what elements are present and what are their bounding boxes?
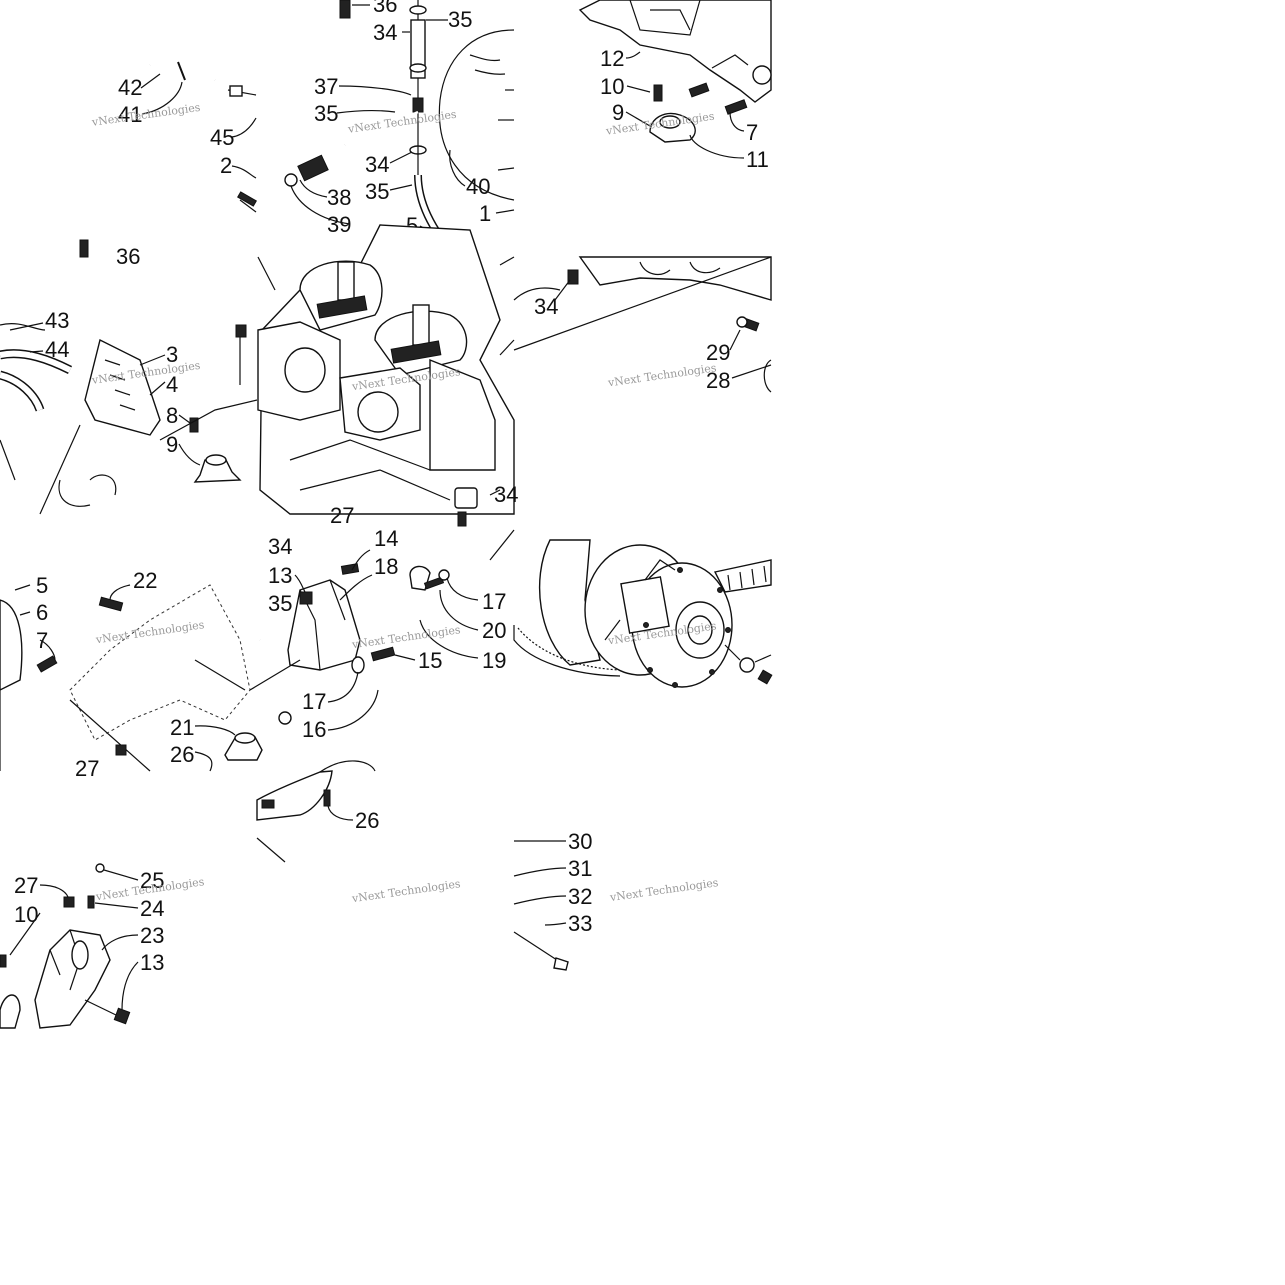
callout-label: 13 — [140, 950, 164, 975]
callout-label: 45 — [210, 125, 234, 150]
callout-label: 23 — [140, 923, 164, 948]
callout-label: 42 — [118, 75, 142, 100]
callout-label: 25 — [140, 868, 164, 893]
callout-label: 17 — [302, 689, 326, 714]
callout-label: 29 — [706, 340, 730, 365]
callout-label: 20 — [482, 618, 506, 643]
callout-label: 35 — [365, 179, 389, 204]
callout-label: 27 — [75, 756, 99, 781]
callout-label: 36 — [116, 244, 140, 269]
callout-label: 34 — [373, 20, 397, 45]
callout-label: 7 — [746, 120, 758, 145]
callout-label: 19 — [482, 648, 506, 673]
callout-label: 6 — [36, 600, 48, 625]
tile-left-mount: 36 43 44 3 4 8 9 vNext Technologies — [0, 239, 258, 515]
watermark: vNext Technologies — [350, 623, 461, 651]
callout-label: 33 — [568, 911, 592, 936]
callout-label: 28 — [706, 368, 730, 393]
callout-label: 35 — [448, 7, 472, 32]
callout-label: 39 — [327, 212, 351, 237]
tile-mount-bracket: 34 14 13 18 35 17 20 15 19 17 16 vNext T… — [249, 511, 515, 742]
callout-label: 16 — [302, 717, 326, 742]
callout-label: 26 — [355, 808, 379, 833]
callout-label: 32 — [568, 884, 592, 909]
callout-label: 13 — [268, 563, 292, 588]
callout-label: 10 — [600, 74, 624, 99]
tile-hoses: 42 41 45 2 vNext Technologies — [90, 61, 257, 213]
callout-label: 14 — [374, 526, 398, 551]
tile-engine-side: 34 29 28 vNext Technologies — [499, 256, 772, 393]
tile-plate: 5 6 7 22 21 26 27 vNext Technologies — [0, 568, 263, 781]
callout-label: 3 — [166, 342, 178, 367]
callout-label: 7 — [36, 628, 48, 653]
callout-label: 40 — [466, 174, 490, 199]
callout-label: 9 — [612, 100, 624, 125]
callout-label: 15 — [418, 648, 442, 673]
callout-label: 34 — [365, 152, 389, 177]
callout-label: 21 — [170, 715, 194, 740]
callout-label: 35 — [268, 591, 292, 616]
tile-lower-bracket: 27 25 10 24 23 13 vNext Technologies — [0, 863, 205, 1029]
callout-label: 34 — [494, 482, 518, 507]
callout-label: 27 — [14, 873, 38, 898]
watermark: vNext Technologies — [90, 101, 201, 129]
callout-label: 2 — [220, 153, 232, 178]
callout-label: 10 — [14, 902, 38, 927]
callout-label: 30 — [568, 829, 592, 854]
tile-lower-part: 26 vNext Technologies — [256, 760, 462, 905]
callout-label: 26 — [170, 742, 194, 767]
callout-label: 43 — [45, 308, 69, 333]
tile-bolt: 30 31 32 33 vNext Technologies — [513, 829, 720, 971]
tile-clutch: vNext Technologies — [513, 539, 773, 688]
watermark: vNext Technologies — [608, 876, 719, 904]
watermark: vNext Technologies — [606, 361, 717, 389]
tile-upper-bracket: 12 10 9 7 11 vNext Technologies — [578, 0, 772, 172]
callout-label: 18 — [374, 554, 398, 579]
callout-label: 12 — [600, 46, 624, 71]
callout-label: 44 — [45, 337, 69, 362]
callout-label: 38 — [327, 185, 351, 210]
callout-label: 41 — [118, 102, 142, 127]
callout-label: 24 — [140, 896, 164, 921]
callout-label: 36 — [373, 0, 397, 17]
callout-label: 27 — [330, 503, 354, 528]
callout-label: 17 — [482, 589, 506, 614]
watermark: vNext Technologies — [94, 618, 205, 646]
callout-label: 37 — [314, 74, 338, 99]
callout-label: 5 — [36, 573, 48, 598]
callout-label: 35 — [314, 101, 338, 126]
callout-label: 8 — [166, 403, 178, 428]
callout-label: 22 — [133, 568, 157, 593]
callout-label: 1 — [479, 201, 491, 226]
tile-carb-linkage: 36 34 35 37 35 34 35 38 39 40 1 5 vNext … — [284, 0, 515, 263]
callout-label: 34 — [534, 294, 558, 319]
callout-label: 4 — [166, 372, 178, 397]
callout-label: 9 — [166, 432, 178, 457]
tile-engine: 34 27 vNext Technologies — [235, 224, 518, 528]
watermark: vNext Technologies — [350, 877, 461, 905]
callout-label: 11 — [746, 147, 769, 172]
callout-label: 31 — [568, 856, 592, 881]
callout-label: 34 — [268, 534, 292, 559]
